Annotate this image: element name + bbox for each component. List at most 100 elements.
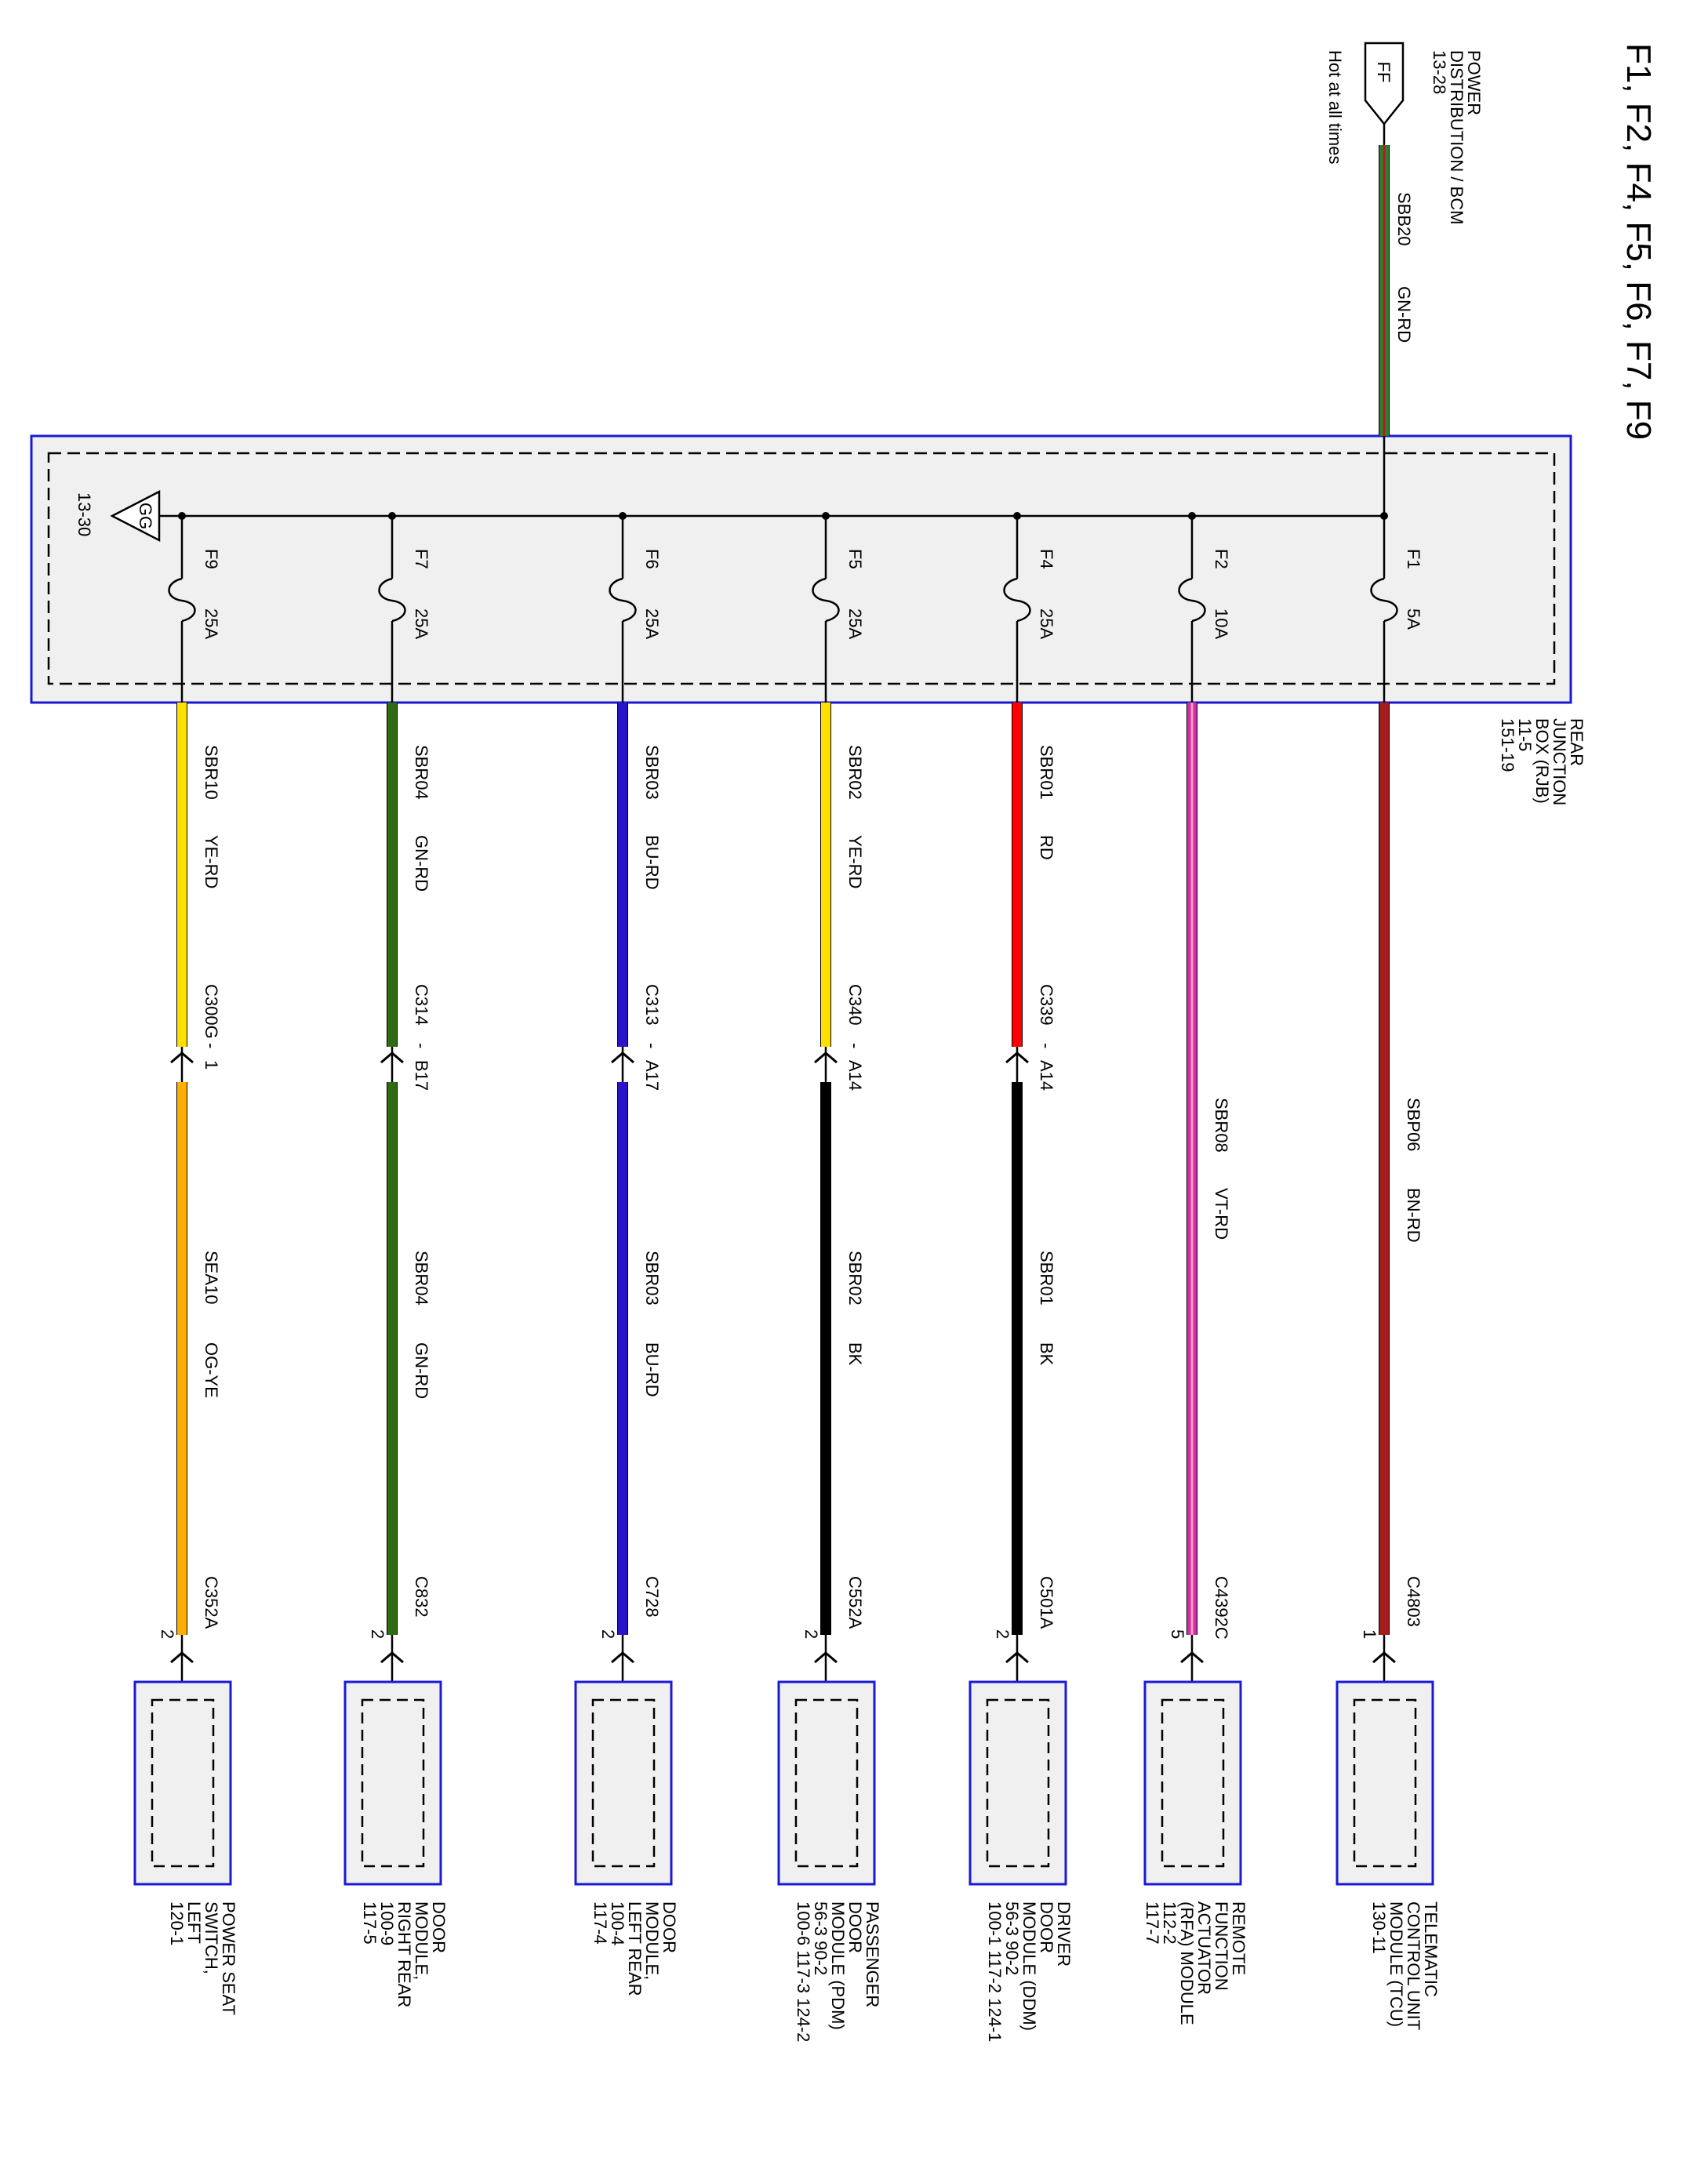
component-inner-boundary <box>794 1698 859 1868</box>
fuse-label: F2 <box>1212 549 1231 569</box>
inline-connector-pin: A14 <box>1037 1060 1056 1091</box>
wire-id-label: SBR03 <box>642 745 662 800</box>
component-label-line: LEFT <box>184 1901 204 1944</box>
rjb-label-line: JUNCTION <box>1550 718 1569 805</box>
component-box <box>1143 1680 1242 1886</box>
component-label-line: MODULE, <box>642 1901 662 1980</box>
fuse-label: F7 <box>412 549 431 569</box>
fuse-icon <box>1003 577 1031 623</box>
component-label-line: 56-3 90-2 <box>811 1901 830 1975</box>
component-connector-icon <box>1180 1651 1204 1664</box>
component-label-line: 120-1 <box>167 1901 187 1945</box>
fuse-icon <box>812 577 840 623</box>
wire-id-label: SBR01 <box>1037 745 1056 800</box>
component-inner-boundary <box>1353 1698 1417 1868</box>
component-label-line: MODULE (PDM) <box>828 1901 848 2030</box>
component-pin-label: 2 <box>368 1629 387 1639</box>
component-connector-label: C832 <box>412 1576 431 1618</box>
circuit-f7: F725ASBR04GN-RDC314-B17SBR04GN-RDC8322DO… <box>343 512 449 2007</box>
component-connector-label: C4392C <box>1212 1576 1231 1640</box>
wire-sbp06 <box>1379 703 1390 1635</box>
wire-id-label: SBR04 <box>412 1251 431 1306</box>
wire-sbr10-upper <box>176 703 187 1047</box>
inline-connector-separator: - <box>412 1043 431 1048</box>
component-pin-label: 1 <box>1360 1629 1379 1639</box>
rear-junction-box-inner-boundary <box>47 452 1556 685</box>
source-wire-sbb20-stripe <box>1383 145 1386 436</box>
fuse-label: F4 <box>1037 549 1056 569</box>
fuse-icon <box>378 577 406 623</box>
circuit-f9: F925ASBR10YE-RDC300G-1SEA10OG-YEC352A2PO… <box>133 512 238 2015</box>
inline-connector-separator: - <box>642 1043 662 1048</box>
fuse-rating: 5A <box>1404 608 1423 630</box>
wire-sbr01-upper <box>1012 703 1023 1047</box>
power-source-connector-label: FF <box>1374 62 1394 83</box>
fuse-icon <box>609 577 637 623</box>
diagram-static-layer: GG 13-30 REAR JUNCTION BOX (RJB) 11-5 15… <box>30 42 1658 805</box>
wire-sbr01-upper-body <box>1012 703 1023 1047</box>
component-inner-boundary <box>986 1698 1050 1868</box>
component-label-line: REMOTE <box>1229 1901 1248 1975</box>
component-pin-label: 2 <box>801 1629 821 1639</box>
power-source-connector-icon <box>1364 42 1405 126</box>
source-wire-color: GN-RD <box>1394 286 1414 343</box>
component-box <box>343 1680 442 1886</box>
wire-sbr08-stripe <box>1190 703 1194 1635</box>
component-label-line: 100-1 117-2 124-1 <box>985 1901 1005 2042</box>
fuse-label: F5 <box>845 549 865 569</box>
wire-id-label: SBR02 <box>845 745 865 800</box>
wire-color-label: BU-RD <box>642 835 662 890</box>
wire-sea10-lower-body <box>176 1082 187 1635</box>
wire-id-label: SBP06 <box>1404 1098 1423 1152</box>
wire-color-label: BK <box>845 1342 865 1366</box>
rjb-label-line: REAR <box>1567 718 1586 766</box>
component-label-line: RIGHT REAR <box>394 1901 414 2007</box>
component-pin-label: 2 <box>158 1629 177 1639</box>
wire-sbp06-body <box>1379 703 1390 1635</box>
component-pin-label: 5 <box>1168 1629 1187 1639</box>
wire-sbr04-upper <box>387 703 398 1047</box>
wire-sbr02-lower <box>820 1082 831 1635</box>
component-label-line: TELEMATIC <box>1421 1901 1441 1997</box>
inline-connector-separator: - <box>202 1043 221 1048</box>
component-connector-label: C728 <box>642 1576 662 1618</box>
component-label-line: MODULE, <box>412 1901 431 1980</box>
fuse-rating: 25A <box>1037 608 1056 639</box>
component-connector-label: C552A <box>845 1576 865 1629</box>
inline-connector-label: C314 <box>412 984 431 1026</box>
fuse-rating: 25A <box>412 608 431 639</box>
component-box <box>968 1680 1067 1886</box>
component-label-line: (RFA) MODULE <box>1177 1901 1197 2025</box>
inline-connector-pin: B17 <box>412 1060 431 1091</box>
component-label-line: POWER SEAT <box>219 1901 238 2015</box>
component-connector-icon <box>170 1651 194 1664</box>
fuse-label: F1 <box>1404 549 1423 569</box>
wire-color-label: GN-RD <box>412 835 431 892</box>
component-connector-icon <box>814 1651 838 1664</box>
power-source-name-line: POWER <box>1464 50 1484 115</box>
wire-id-label: SBR02 <box>845 1251 865 1306</box>
wire-id-label: SEA10 <box>202 1251 221 1305</box>
wire-color-label: BN-RD <box>1404 1188 1423 1243</box>
wire-sbr02-upper <box>820 703 831 1047</box>
source-wire-id: SBB20 <box>1394 192 1414 246</box>
wire-id-label: SBR08 <box>1212 1098 1231 1153</box>
wire-sbr02-lower-body <box>820 1082 831 1635</box>
component-box <box>777 1680 876 1886</box>
fuse-icon <box>1178 577 1206 623</box>
component-label-line: DOOR <box>660 1901 679 1953</box>
component-connector-icon <box>1372 1651 1396 1664</box>
wire-sbr08 <box>1187 703 1197 1635</box>
component-label-line: LEFT REAR <box>625 1901 645 1996</box>
wire-sbr01-lower-body <box>1012 1082 1023 1635</box>
fuse-rating: 25A <box>642 608 662 639</box>
component-inner-boundary <box>1161 1698 1225 1868</box>
component-label-line: DRIVER <box>1054 1901 1074 1967</box>
fuse-icon <box>168 577 196 623</box>
inline-connector-pin: A17 <box>642 1060 662 1091</box>
inline-connector-pin: A14 <box>845 1060 865 1091</box>
component-label-line: SWITCH, <box>202 1901 221 1974</box>
component-label-line: MODULE (DDM) <box>1019 1901 1039 2031</box>
wire-id-label: SBR01 <box>1037 1251 1056 1306</box>
